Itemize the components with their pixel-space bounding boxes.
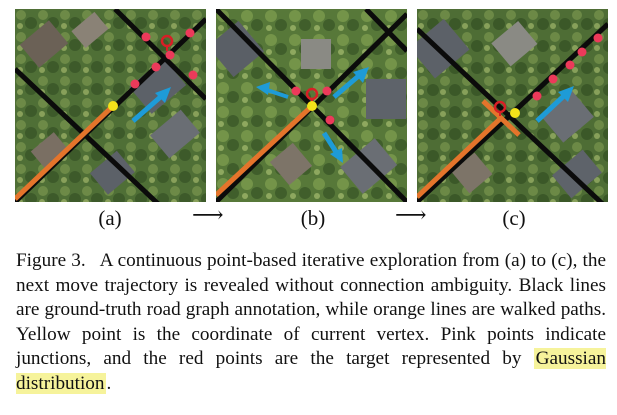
panel-b-label: (b) <box>300 206 326 230</box>
caption-body: A continuous point-based iterative explo… <box>16 250 606 370</box>
figure-number: Figure 3. <box>16 250 86 271</box>
panel-c-svg <box>417 9 608 202</box>
panel-a-aerial-image <box>15 9 206 202</box>
panel-a-label: (a) <box>98 206 122 230</box>
figure-caption: Figure 3.A continuous point-based iterat… <box>16 249 606 397</box>
progress-arrow-2: ⟶ <box>395 202 427 227</box>
panel-a-svg <box>15 9 206 202</box>
panel-b-svg <box>216 9 407 202</box>
panel-b-aerial-image <box>216 9 407 202</box>
panel-c-label: (c) <box>502 206 526 230</box>
caption-tail: . <box>106 372 112 394</box>
panel-c-aerial-image <box>417 9 608 202</box>
progress-arrow-1: ⟶ <box>192 202 224 227</box>
